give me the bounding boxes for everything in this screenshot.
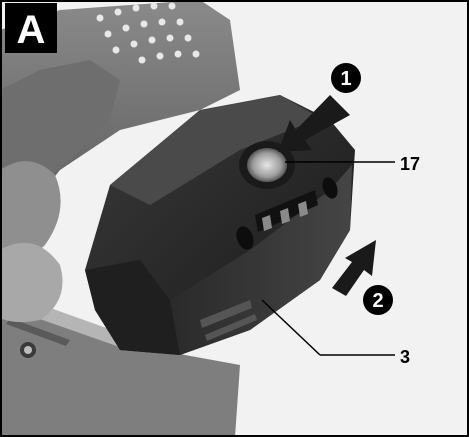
panel-label: A xyxy=(17,8,46,52)
callout-label-3: 3 xyxy=(400,347,410,367)
step-badge-1: 1 xyxy=(331,63,361,93)
press-arrow xyxy=(278,95,350,152)
grip-dots xyxy=(96,2,200,64)
release-button xyxy=(239,141,295,189)
step-number-2: 2 xyxy=(372,290,383,312)
callout-line-3a xyxy=(261,299,321,356)
callout-label-17: 17 xyxy=(400,154,420,174)
panel-label-box: A xyxy=(5,3,57,53)
step-badge-2: 2 xyxy=(363,285,393,315)
slide-arrow xyxy=(332,240,376,296)
step-number-1: 1 xyxy=(340,68,351,90)
saw-housing xyxy=(0,0,240,323)
